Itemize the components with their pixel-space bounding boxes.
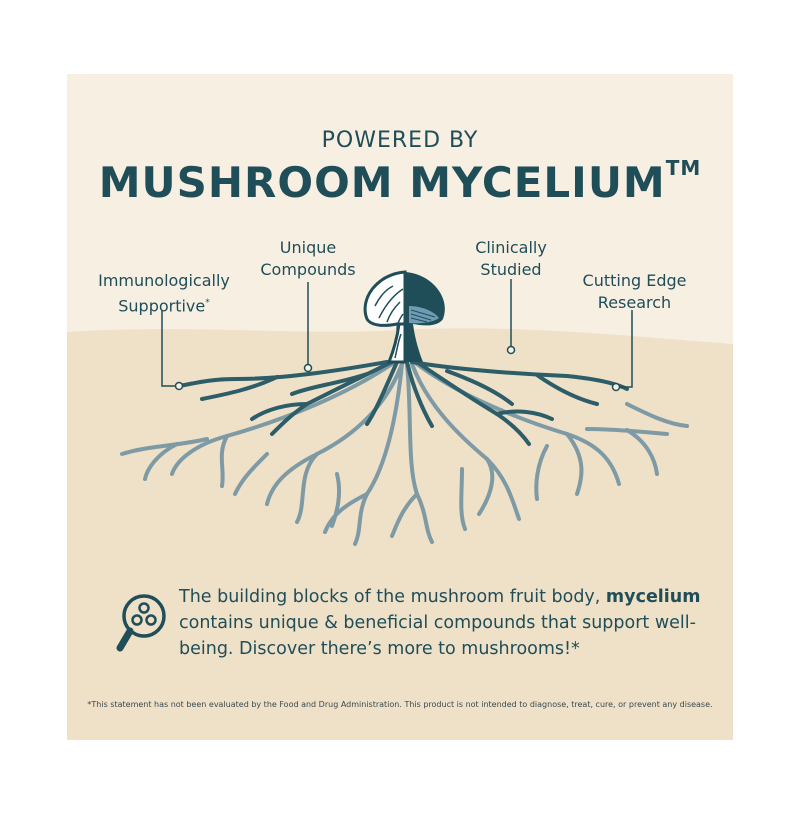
- fda-disclaimer: *This statement has not been evaluated b…: [87, 700, 713, 709]
- label-unique-compounds: Unique Compounds: [253, 237, 363, 281]
- label-line: Cutting Edge: [582, 271, 687, 290]
- label-line: Studied: [480, 260, 542, 279]
- asterisk: *: [205, 298, 210, 308]
- label-text: Supportive: [118, 296, 206, 316]
- magnifier-icon: [116, 594, 166, 652]
- label-cutting-edge-research: Cutting Edge Research: [572, 270, 697, 314]
- label-line: Clinically: [475, 238, 547, 257]
- main-title: MUSHROOM MYCELIUMTM: [67, 156, 733, 207]
- root-network-light: [120, 362, 689, 546]
- label-line: Compounds: [260, 260, 356, 279]
- label-line: Unique: [279, 238, 337, 257]
- description-part1: The building blocks of the mushroom frui…: [179, 587, 606, 607]
- soil-area: [67, 328, 733, 740]
- soil-background: [67, 328, 733, 740]
- trademark-mark: TM: [665, 156, 702, 180]
- label-line: Immunologically: [98, 271, 230, 290]
- label-pointer-dots: [174, 345, 621, 392]
- mycelium-diagram: [120, 270, 689, 546]
- label-clinically-studied: Clinically Studied: [461, 237, 561, 281]
- main-title-text: MUSHROOM MYCELIUM: [98, 158, 666, 207]
- pre-title: POWERED BY: [321, 128, 479, 153]
- root-network-dark: [177, 360, 629, 446]
- label-pointers: [161, 279, 633, 388]
- label-line: Supportive*: [89, 292, 239, 317]
- description-text: The building blocks of the mushroom frui…: [179, 584, 709, 662]
- mushroom-icon: [363, 270, 445, 364]
- infographic-card: POWERED BY MUSHROOM MYCELIUMTM: [67, 74, 733, 740]
- description-highlight: mycelium: [605, 587, 701, 607]
- label-immunologically-supportive: Immunologically Supportive*: [89, 270, 239, 317]
- label-line: Research: [597, 293, 672, 312]
- description-part2: contains unique & beneficial compounds t…: [179, 613, 696, 659]
